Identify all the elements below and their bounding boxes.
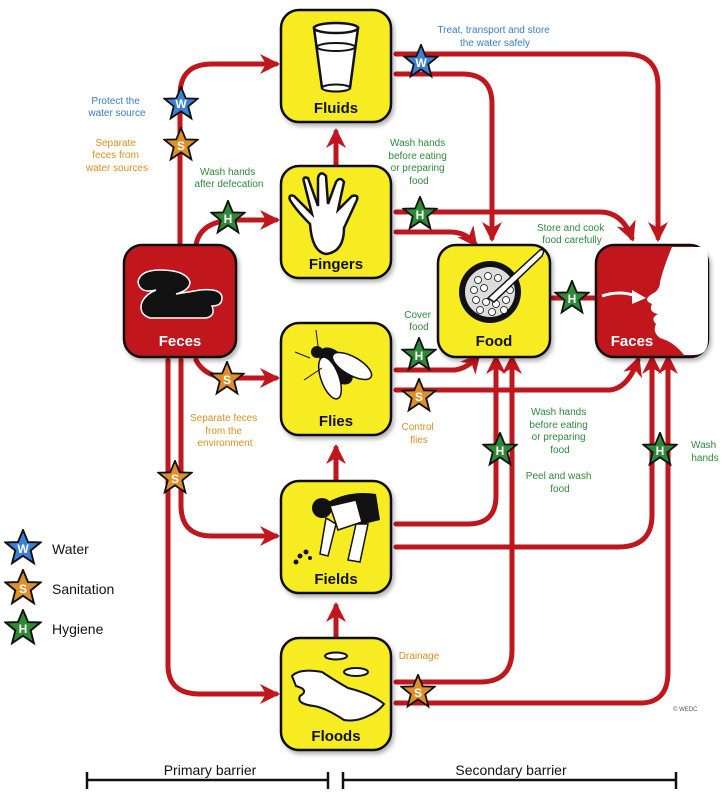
primary-barrier-bracket: Primary barrier — [85, 762, 330, 789]
feces-icon — [137, 269, 223, 319]
annotation-wash-hands-defecation: Wash hands after defecation — [195, 167, 264, 190]
node-label-fingers: Fingers — [309, 256, 363, 273]
route-flies-faces — [393, 356, 643, 393]
svg-text:H: H — [496, 444, 505, 458]
route-flies-food — [393, 352, 481, 375]
star-hygiene-wash-before-eating-mid[interactable]: H — [482, 432, 518, 466]
annotation-separate-feces-water: Separate feces from water sources — [85, 138, 148, 174]
annotation-store-cook-food: Store and cook food carefully — [537, 223, 607, 246]
annotation-drainage: Drainage — [399, 651, 440, 662]
star-sanitation-control-flies[interactable]: S — [401, 378, 437, 412]
route-feces-fields — [178, 357, 280, 546]
svg-text:S: S — [177, 139, 185, 153]
hand-icon — [288, 172, 359, 256]
route-fluids-food — [393, 71, 502, 242]
node-label-food: Food — [476, 333, 513, 350]
node-label-feces: Feces — [159, 333, 202, 350]
route-floods-faces — [393, 354, 678, 706]
annotation-cover-food: Cover food — [404, 310, 433, 333]
bowl-icon — [459, 248, 545, 323]
svg-text:S: S — [223, 373, 231, 387]
star-sanitation-separate-env[interactable]: S — [157, 460, 193, 494]
node-label-fields: Fields — [314, 571, 357, 588]
star-water-protect-source[interactable]: W — [163, 86, 199, 120]
star-hygiene-store-cook-food[interactable]: H — [554, 280, 590, 314]
node-label-fluids: Fluids — [314, 100, 358, 117]
node-label-faces: Faces — [611, 333, 654, 350]
route-fingers-faces — [393, 209, 636, 242]
svg-text:S: S — [19, 582, 27, 596]
node-label-floods: Floods — [311, 728, 360, 745]
star-hygiene-wash-after-defecation[interactable]: H — [210, 200, 246, 234]
annotation-wash-hands: Wash hands — [691, 440, 719, 464]
route-fingers-food — [393, 225, 478, 248]
annotation-peel-wash-food: Peel and wash food — [526, 471, 594, 495]
route-fields-faces — [393, 354, 662, 550]
legend-item-water: W Water — [4, 529, 89, 565]
star-sanitation-separate-water[interactable]: S — [163, 127, 199, 161]
svg-text:W: W — [17, 542, 29, 556]
legend-label-sanitation: Sanitation — [52, 581, 114, 597]
star-hygiene-cover-food[interactable]: H — [401, 337, 437, 371]
star-hygiene-wash-hands[interactable]: H — [642, 432, 678, 466]
star-hygiene-wash-before-eating-top[interactable]: H — [402, 196, 438, 230]
barrier-scale: Primary barrier Secondary barrier — [85, 762, 678, 789]
star-sanitation-separate-env-flies[interactable]: S — [209, 361, 245, 395]
glass-icon — [312, 21, 360, 93]
route-floods-food — [393, 354, 522, 685]
svg-text:H: H — [416, 208, 425, 222]
annotation-treat-water: Treat, transport and store the water saf… — [437, 25, 552, 49]
secondary-barrier-label: Secondary barrier — [455, 762, 567, 778]
legend-label-hygiene: Hygiene — [52, 621, 104, 637]
routes — [165, 51, 678, 706]
annotation-wash-hands-before-eating-top: Wash hands before eating or preparing fo… — [388, 138, 449, 187]
svg-text:W: W — [175, 97, 187, 111]
annotation-separate-feces-env: Separate feces from the environment — [190, 413, 260, 449]
legend-item-sanitation: S Sanitation — [4, 569, 114, 605]
annotation-control-flies: Control flies — [401, 422, 436, 446]
svg-text:W: W — [415, 56, 427, 70]
legend: W Water S Sanitation H Hygiene — [4, 529, 114, 645]
node-label-flies: Flies — [319, 413, 353, 430]
svg-text:H: H — [656, 444, 665, 458]
svg-text:S: S — [171, 472, 179, 486]
barrier-stars: W S H W H H H S — [157, 44, 678, 708]
svg-text:S: S — [415, 390, 423, 404]
annotation-wash-hands-before-eating-mid: Wash hands before eating or preparing fo… — [529, 407, 590, 456]
fly-icon — [294, 329, 373, 400]
secondary-barrier-bracket: Secondary barrier — [341, 762, 678, 789]
svg-text:H: H — [224, 212, 233, 226]
copyright: © WEDC — [673, 706, 698, 713]
svg-text:H: H — [568, 292, 577, 306]
svg-text:S: S — [414, 686, 422, 700]
svg-text:H: H — [415, 349, 424, 363]
annotation-protect-water-source: Protect the water source — [87, 96, 146, 119]
star-sanitation-drainage[interactable]: S — [400, 674, 436, 708]
route-fluids-faces — [393, 51, 668, 242]
legend-item-hygiene: H Hygiene — [4, 609, 104, 645]
annotations: Protect the water source Separate feces … — [85, 25, 719, 662]
legend-label-water: Water — [52, 541, 89, 557]
puddle-icon — [290, 651, 386, 722]
route-feces-floods — [165, 357, 280, 704]
route-fields-food — [393, 354, 506, 527]
star-water-treat-store[interactable]: W — [403, 44, 439, 78]
face-profile-icon — [601, 247, 708, 355]
person-squatting-icon — [293, 493, 380, 565]
svg-text:H: H — [19, 622, 28, 636]
primary-barrier-label: Primary barrier — [164, 762, 257, 778]
